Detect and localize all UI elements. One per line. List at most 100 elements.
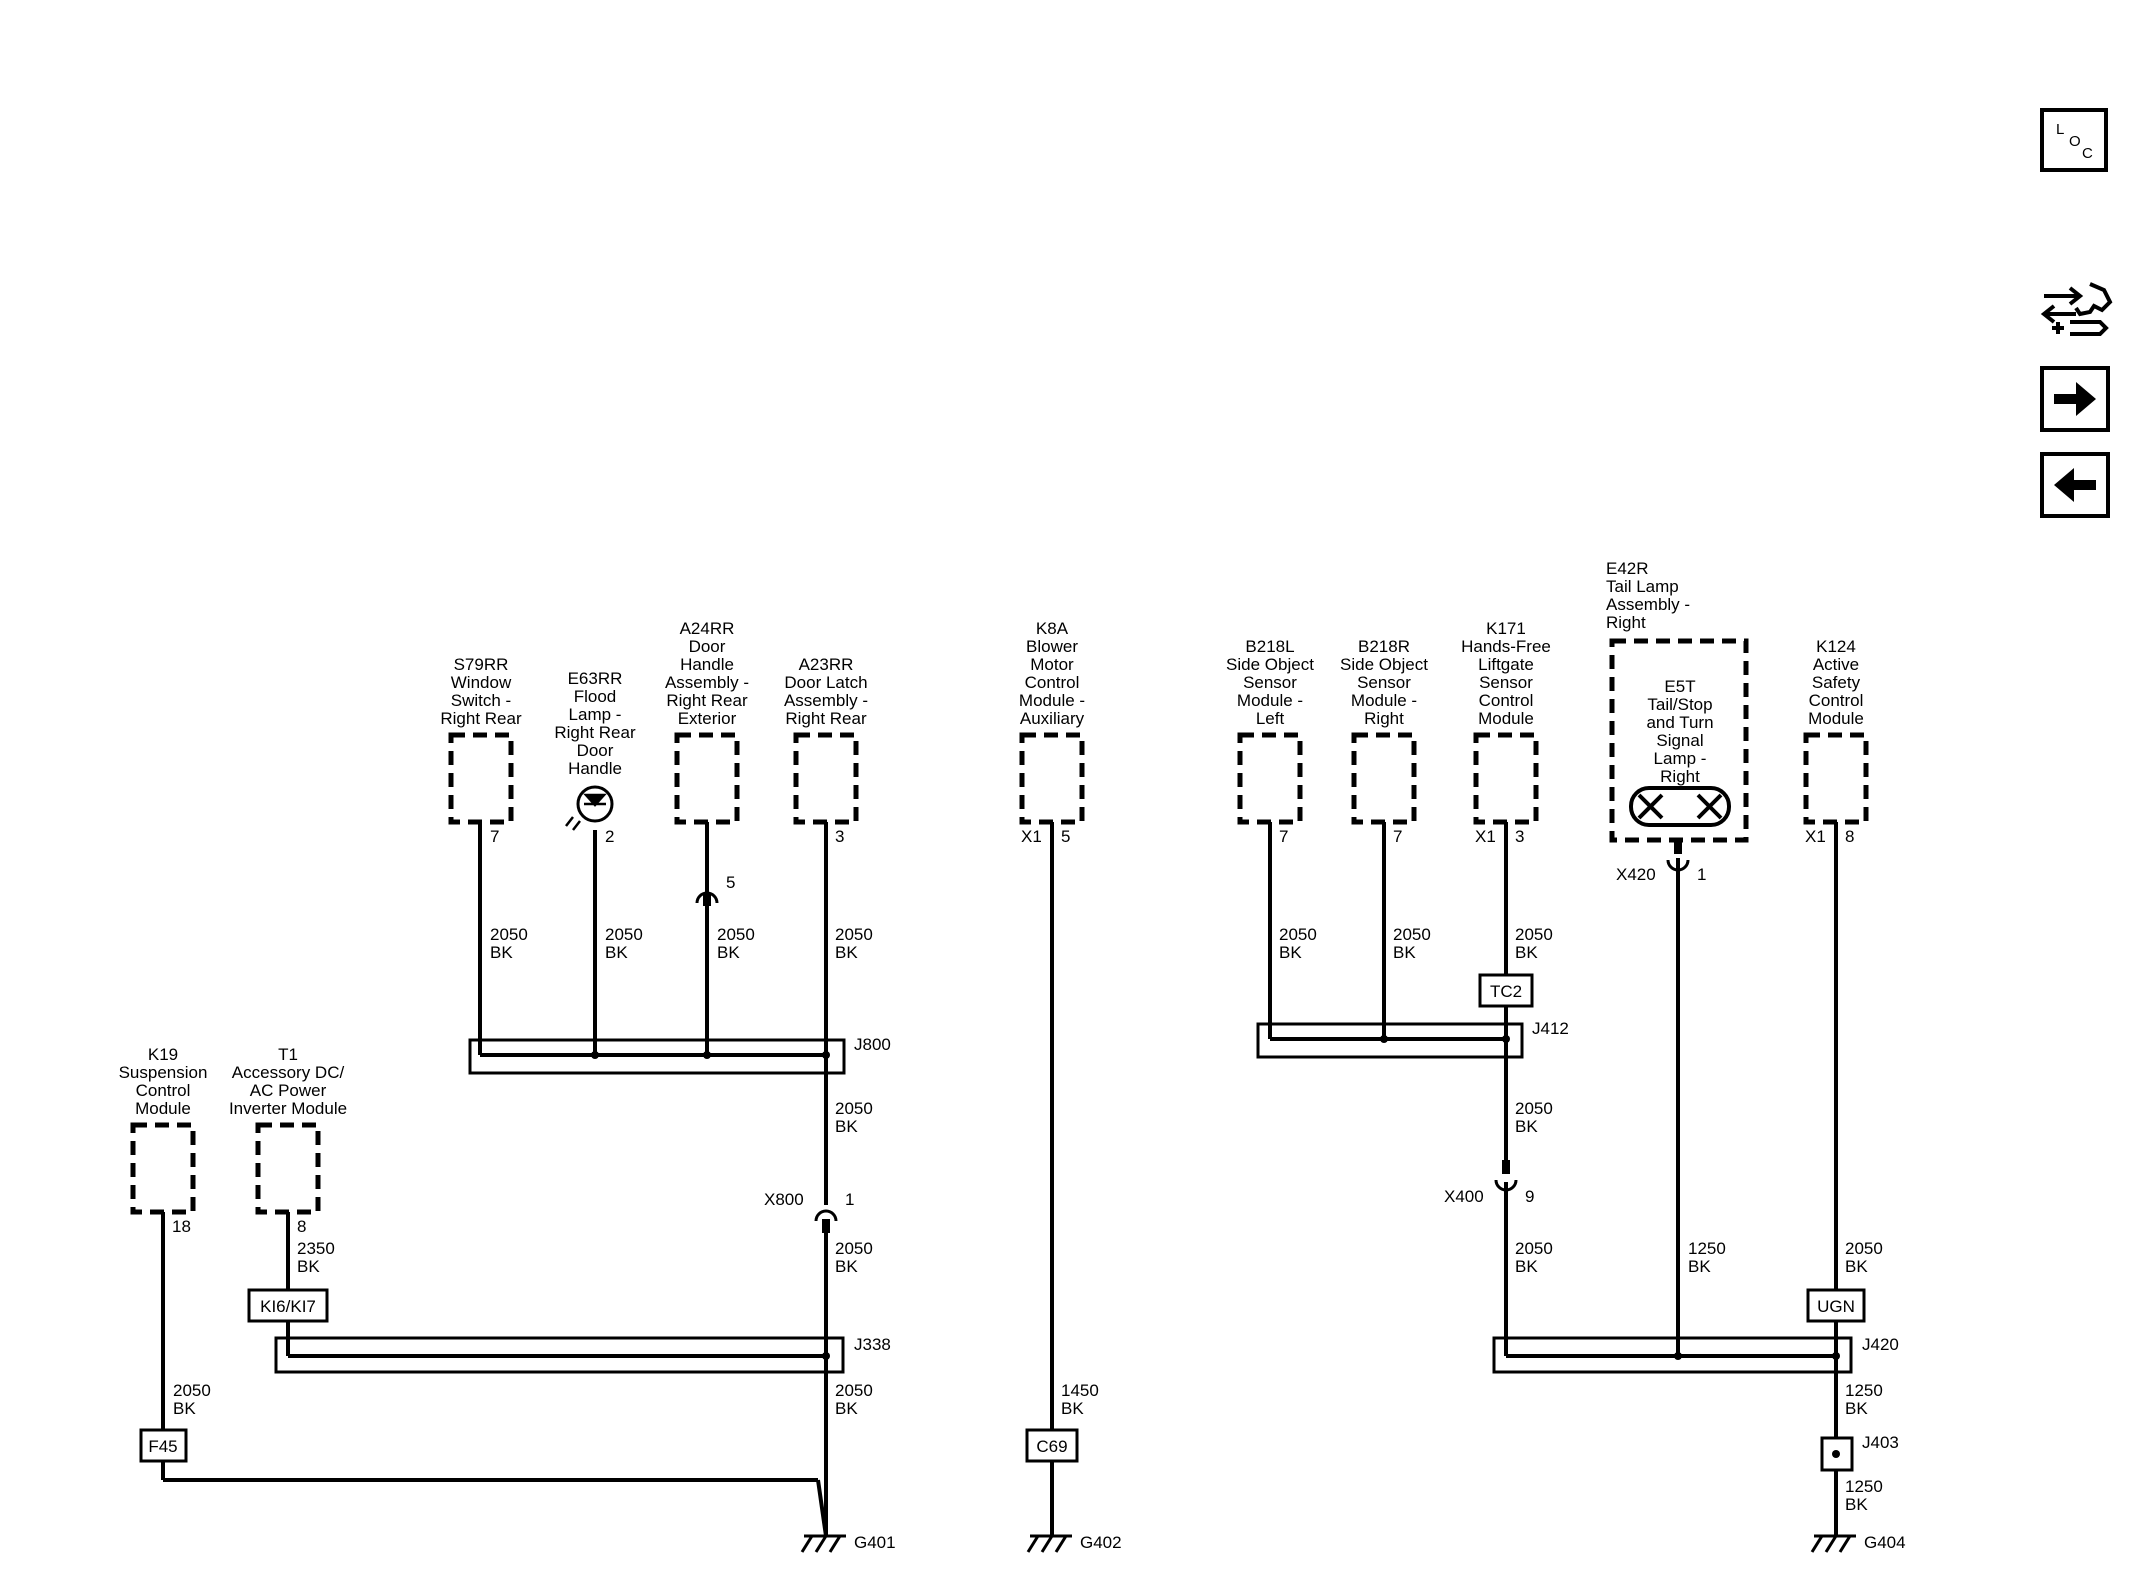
wire-label-color: BK (1845, 1495, 1868, 1514)
label-k8a-1: Blower (1026, 637, 1078, 656)
lamp-e5t-icon (1629, 786, 1731, 827)
label-b218r-1: Side Object (1340, 655, 1428, 674)
ground-g402-label: G402 (1080, 1533, 1122, 1552)
label-a24rr-5: Exterior (678, 709, 737, 728)
option-f45-box (139, 1428, 188, 1463)
splice-j338-label: J338 (854, 1335, 891, 1354)
label-e5t-1: Tail/Stop (1647, 695, 1712, 714)
label-t1-2: AC Power (250, 1081, 327, 1100)
label-b218r-4: Right (1364, 709, 1404, 728)
label-b218l-3: Module - (1237, 691, 1303, 710)
option-tc2-label: TC2 (1490, 982, 1522, 1001)
wire-label-color: BK (297, 1257, 320, 1276)
label-e63rr-5: Handle (568, 759, 622, 778)
wire-label-size: 2050 (835, 1239, 873, 1258)
label-e5t-4: Lamp - (1654, 749, 1707, 768)
wire-label-color: BK (835, 943, 858, 962)
label-e63rr-3: Right Rear (554, 723, 636, 742)
wire-label-size: 2050 (1393, 925, 1431, 944)
splice-dot (1502, 1035, 1510, 1043)
wire-label-size: 1250 (1845, 1381, 1883, 1400)
label-e5t-3: Signal (1656, 731, 1703, 750)
label-a23rr-1: Door Latch (784, 673, 867, 692)
label-k19-2: Control (136, 1081, 191, 1100)
wire-label-color: BK (1393, 943, 1416, 962)
wire-label-size: 2050 (1845, 1239, 1883, 1258)
wire-label-color: BK (1515, 1257, 1538, 1276)
label-k8a-2: Motor (1030, 655, 1074, 674)
splice-j412-label: J412 (1532, 1019, 1569, 1038)
svg-text:O: O (2069, 133, 2081, 150)
label-s79rr-1: Window (451, 673, 512, 692)
pin-k171: 3 (1515, 827, 1524, 846)
pin-k8a: 5 (1061, 827, 1070, 846)
component-b218r (1351, 732, 1417, 825)
splice-j338-box (274, 1336, 845, 1374)
prev-button[interactable] (2040, 452, 2110, 518)
connector-pin (822, 1219, 830, 1233)
splice-j420-label: J420 (1862, 1335, 1899, 1354)
splice-dot (591, 1051, 599, 1059)
pin-b218r: 7 (1393, 827, 1402, 846)
next-button[interactable] (2040, 366, 2110, 432)
wire-label-size: 1250 (1688, 1239, 1726, 1258)
wire-label-size: 1250 (1845, 1477, 1883, 1496)
pin-t1: 8 (297, 1217, 306, 1236)
wire-label-size: 2050 (1515, 1239, 1553, 1258)
label-k8a-3: Control (1025, 673, 1080, 692)
label-e42r-3: Right (1606, 613, 1646, 632)
wire-label-size: 2050 (1515, 925, 1553, 944)
label-b218l-4: Left (1256, 709, 1285, 728)
option-tc2-box (1478, 973, 1534, 1008)
label-e5t-5: Right (1660, 767, 1700, 786)
label-k124-1: Active (1813, 655, 1859, 674)
loc-button[interactable]: L O C (2040, 108, 2108, 172)
option-c69-label: C69 (1036, 1437, 1067, 1456)
option-ugn-label: UGN (1817, 1297, 1855, 1316)
arrow-right-icon (2054, 382, 2096, 416)
connector-x800 (814, 1209, 838, 1222)
ground-g404-icon (1810, 1534, 1856, 1553)
connector-pin (1502, 1160, 1510, 1174)
wire-label-color: BK (605, 943, 628, 962)
label-t1-3: Inverter Module (229, 1099, 347, 1118)
label-k124-2: Safety (1812, 673, 1861, 692)
label-b218r-2: Sensor (1357, 673, 1411, 692)
loc-icon: L O C (2056, 121, 2093, 162)
ground-g401-label: G401 (854, 1533, 896, 1552)
pin-e63rr: 2 (605, 827, 614, 846)
pin-k124: 8 (1845, 827, 1854, 846)
ground-g401-icon (800, 1534, 846, 1553)
label-e5t-0: E5T (1664, 677, 1695, 696)
wire-label-size: 2050 (835, 1099, 873, 1118)
wire-label-color: BK (490, 943, 513, 962)
label-k171-4: Control (1479, 691, 1534, 710)
wire-label-color: BK (173, 1399, 196, 1418)
connector-tool-button[interactable] (2040, 276, 2114, 342)
connector-x400 (1494, 1179, 1518, 1192)
pin-a24rr: 5 (726, 873, 735, 892)
wire-label-size: 2050 (173, 1381, 211, 1400)
label-a24rr-1: Door (689, 637, 726, 656)
label-e42r-0: E42R (1606, 559, 1649, 578)
splice-dot (1380, 1035, 1388, 1043)
option-ki6-box (247, 1288, 329, 1323)
splice-j800-label: J800 (854, 1035, 891, 1054)
pin-x420: 1 (1697, 865, 1706, 884)
splice-dot (1832, 1352, 1840, 1360)
wire-label-size: 2050 (835, 1381, 873, 1400)
label-a23rr-2: Assembly - (784, 691, 868, 710)
label-k19-1: Suspension (119, 1063, 208, 1082)
label-e63rr-2: Lamp - (569, 705, 622, 724)
label-k171-0: K171 (1486, 619, 1526, 638)
wire-k19-g401-bend (816, 1479, 828, 1537)
conn-k124: X1 (1805, 827, 1826, 846)
label-k171-1: Hands-Free (1461, 637, 1551, 656)
wire-label-size: 2050 (1279, 925, 1317, 944)
option-ugn-box (1806, 1288, 1866, 1323)
conn-x400: X400 (1444, 1187, 1484, 1206)
label-a23rr-0: A23RR (799, 655, 854, 674)
lamp-e63rr-icon (565, 785, 614, 831)
wire-label-size: 2050 (1515, 1099, 1553, 1118)
label-b218r-0: B218R (1358, 637, 1410, 656)
